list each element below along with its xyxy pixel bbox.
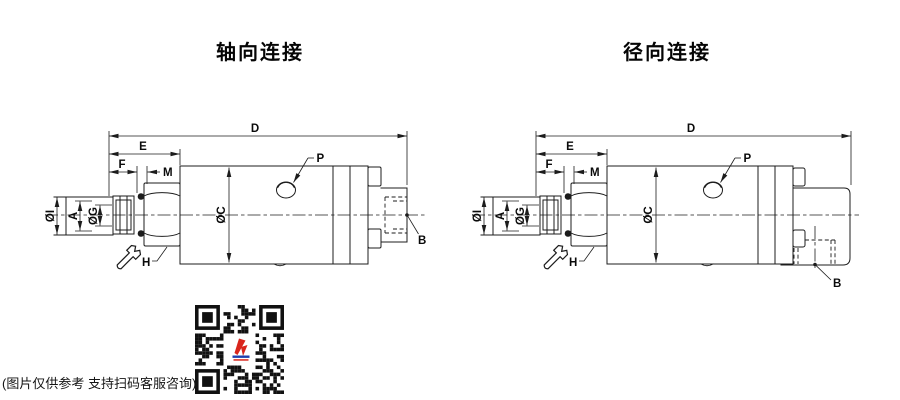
dimension-d: D [108, 123, 408, 196]
caption: (图片仅供参考 支持扫码客服咨询) [2, 376, 197, 391]
threaded-stub [539, 195, 562, 235]
callout-b: B [813, 262, 841, 290]
qr-center-logo [226, 335, 253, 363]
dim-label-h: H [142, 257, 150, 269]
qr-modules [195, 305, 284, 394]
dim-label-f: F [118, 159, 125, 171]
threaded-stub [112, 195, 135, 235]
wrench-icon [543, 244, 569, 270]
dim-label-c: ØC [643, 206, 655, 223]
dim-label-c: ØC [216, 206, 228, 223]
dim-label-b: B [418, 235, 426, 247]
dimension-g: ØG [515, 204, 539, 227]
dim-label-g: ØG [515, 207, 527, 225]
dim-label-p: P [317, 153, 325, 165]
o-ring-bottom [137, 230, 145, 237]
o-ring-top [564, 193, 572, 200]
main-body [606, 165, 794, 267]
hex-nut [143, 182, 181, 247]
dim-label-i: ØI [45, 210, 57, 222]
dim-label-e: E [139, 141, 147, 153]
dim-label-h: H [569, 257, 577, 269]
axial-outlet [367, 166, 408, 249]
dim-label-a: A [68, 212, 80, 220]
radial-outlet [780, 167, 851, 270]
dimension-f: F [536, 159, 565, 193]
port-p: P [276, 153, 325, 199]
axial-diagram: D E F M ØI [45, 123, 426, 270]
dimension-m: M [573, 166, 600, 184]
radial-connection-title: 径向连接 [623, 42, 711, 64]
wrench-icon [116, 244, 142, 270]
callout-b: B [405, 213, 426, 247]
mating-fitting [480, 196, 541, 236]
dim-label-m: M [590, 167, 600, 179]
dimension-m: M [146, 166, 173, 184]
radial-diagram: D E F M ØI A [472, 123, 859, 290]
dimension-i: ØI [472, 197, 487, 235]
dimension-e: E [536, 141, 608, 165]
o-ring-top [137, 193, 145, 200]
o-ring-bottom [564, 230, 572, 237]
main-body [179, 165, 369, 267]
dimension-e: E [109, 141, 181, 165]
dim-label-a: A [495, 212, 507, 220]
callout-h: H [142, 246, 168, 269]
qr-code [195, 305, 284, 394]
dim-label-e: E [566, 141, 574, 153]
dim-label-d: D [687, 123, 695, 135]
axial-connection-title: 轴向连接 [216, 42, 304, 64]
dim-label-b: B [833, 278, 841, 290]
callout-h: H [569, 246, 595, 269]
dimension-i: ØI [45, 197, 60, 235]
dimension-d: D [535, 123, 852, 196]
dimension-a: A [495, 200, 519, 232]
dimension-c: ØC [643, 167, 659, 263]
dim-label-i: ØI [472, 210, 484, 222]
mating-fitting [53, 196, 114, 236]
dimension-c: ØC [216, 167, 232, 263]
port-p: P [703, 153, 752, 199]
dim-label-p: P [744, 153, 752, 165]
dimension-g: ØG [88, 204, 112, 227]
dimension-f: F [109, 159, 138, 193]
dim-label-d: D [251, 123, 259, 135]
hex-nut [570, 182, 608, 247]
dim-label-m: M [163, 167, 173, 179]
dimension-a: A [68, 200, 92, 232]
dim-label-f: F [545, 159, 552, 171]
dim-label-g: ØG [88, 207, 100, 225]
